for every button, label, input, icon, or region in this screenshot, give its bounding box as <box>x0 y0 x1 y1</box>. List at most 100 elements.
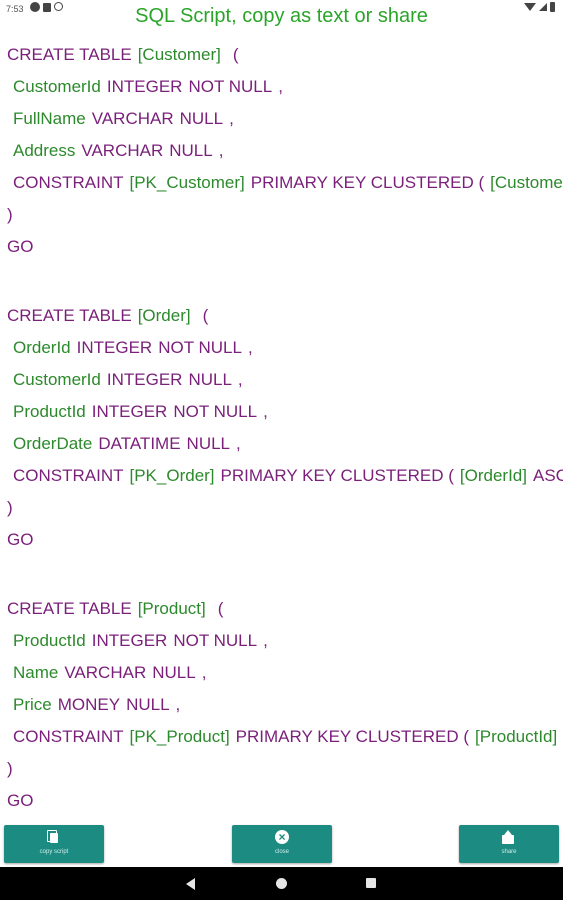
script-line: GO <box>7 791 33 811</box>
copy-script-button[interactable]: copy script <box>4 825 104 863</box>
sql-keyword: INTEGER <box>91 402 168 421</box>
sql-keyword: NOT NULL <box>158 338 242 357</box>
close-button[interactable]: × close <box>232 825 332 863</box>
notification-a-icon <box>30 2 40 12</box>
status-system-icons <box>524 2 555 12</box>
sql-identifier: Price <box>13 695 52 714</box>
notification-ring-icon <box>54 2 63 11</box>
copy-icon <box>47 830 61 844</box>
signal-icon <box>539 3 547 11</box>
sql-keyword: ASC <box>532 466 563 485</box>
script-line: Price MONEY NULL, <box>13 695 180 715</box>
home-icon[interactable] <box>276 878 287 889</box>
sql-punct: , <box>278 77 283 96</box>
sql-punct: , <box>247 338 253 357</box>
sql-punct: , <box>263 402 268 421</box>
close-icon: × <box>275 830 289 844</box>
sql-identifier: Address <box>13 141 76 160</box>
status-time: 7:53 <box>6 4 24 14</box>
script-line: CREATE TABLE[Order]( <box>7 306 208 326</box>
share-button[interactable]: share <box>459 825 559 863</box>
recents-icon[interactable] <box>366 878 376 888</box>
sql-identifier: [OrderId] <box>459 466 527 485</box>
sql-keyword: PRIMARY KEY CLUSTERED ( <box>235 727 470 746</box>
script-line: CREATE TABLE[Product]( <box>7 599 223 619</box>
sql-keyword: GO <box>7 791 34 810</box>
sql-keyword: GO <box>7 237 34 256</box>
sql-identifier: [ProductId] <box>475 727 558 746</box>
sql-keyword: MONEY <box>57 695 121 714</box>
sql-keyword: DATATIME <box>98 434 181 453</box>
sql-punct: , <box>229 109 234 128</box>
close-label: close <box>274 849 289 855</box>
sql-keyword: CONSTRAINT <box>13 173 124 192</box>
sql-keyword: INTEGER <box>91 631 168 650</box>
action-bar: copy script × close share <box>0 825 563 865</box>
sql-identifier: [PK_Customer] <box>129 173 245 192</box>
sql-keyword: NOT NULL <box>188 77 273 96</box>
sql-punct: , <box>263 631 268 650</box>
wifi-icon <box>524 3 536 11</box>
script-line: CustomerId INTEGER NULL, <box>13 370 243 390</box>
sql-punct: , <box>237 370 243 389</box>
sql-keyword: INTEGER <box>76 338 153 357</box>
back-icon[interactable] <box>186 878 195 890</box>
sql-keyword: PRIMARY KEY CLUSTERED ( <box>220 466 454 485</box>
sql-keyword: CONSTRAINT <box>13 727 124 746</box>
sql-identifier: [Customer <box>490 173 563 192</box>
script-line: ) <box>7 759 13 779</box>
script-line: GO <box>7 530 33 550</box>
status-bar: 7:53 <box>0 0 563 20</box>
sql-keyword: NULL <box>179 109 224 128</box>
sql-keyword: NULL <box>169 141 213 160</box>
page-title: SQL Script, copy as text or share <box>135 5 428 27</box>
sql-keyword: VARCHAR <box>64 663 147 682</box>
sql-punct: , <box>218 141 224 160</box>
script-line: CONSTRAINT[PK_Customer]PRIMARY KEY CLUST… <box>13 173 563 193</box>
sql-punct: , <box>201 663 207 682</box>
script-line: CREATE TABLE[Customer]( <box>7 45 239 65</box>
sql-keyword: CREATE TABLE <box>7 599 132 618</box>
sql-identifier: [Product] <box>137 599 206 618</box>
sql-keyword: NOT NULL <box>173 402 258 421</box>
battery-icon <box>550 2 555 12</box>
script-line: ProductId INTEGER NOT NULL, <box>13 631 268 651</box>
script-line: OrderId INTEGER NOT NULL, <box>13 338 253 358</box>
sql-identifier: [PK_Product] <box>129 727 230 746</box>
sql-keyword: NULL <box>186 434 231 453</box>
sql-keyword: VARCHAR <box>81 141 164 160</box>
sql-identifier: Name <box>13 663 59 682</box>
sql-keyword: INTEGER <box>106 77 183 96</box>
sql-identifier: [PK_Order] <box>129 466 215 485</box>
sql-keyword: INTEGER <box>106 370 183 389</box>
share-icon <box>502 830 516 844</box>
sql-punct: ) <box>7 759 13 778</box>
sql-keyword: CONSTRAINT <box>13 466 124 485</box>
sql-keyword: NOT NULL <box>173 631 258 650</box>
script-line: CustomerId INTEGER NOT NULL, <box>13 77 283 97</box>
notification-square-icon <box>43 3 51 12</box>
sql-identifier: CustomerId <box>13 370 101 389</box>
script-line: ) <box>7 498 13 518</box>
sql-identifier: [Customer] <box>137 45 221 64</box>
sql-keyword: NULL <box>188 370 232 389</box>
sql-identifier: OrderId <box>13 338 71 357</box>
sql-punct: , <box>175 695 181 714</box>
sql-identifier: ProductId <box>13 631 86 650</box>
sql-punct: ( <box>232 45 239 64</box>
sql-keyword: VARCHAR <box>91 109 174 128</box>
sql-punct: ) <box>7 498 13 517</box>
sql-keyword: CREATE TABLE <box>7 306 132 325</box>
script-line: CONSTRAINT [PK_Order] PRIMARY KEY CLUSTERE… <box>13 466 563 486</box>
script-line: GO <box>7 237 33 257</box>
sql-identifier: CustomerId <box>13 77 101 96</box>
sql-punct: , <box>236 434 241 453</box>
script-line: CONSTRAINT [PK_Product] PRIMARY KEY CLUSTE… <box>13 727 557 747</box>
sql-keyword: NULL <box>126 695 170 714</box>
script-line: Address VARCHAR NULL, <box>13 141 223 161</box>
